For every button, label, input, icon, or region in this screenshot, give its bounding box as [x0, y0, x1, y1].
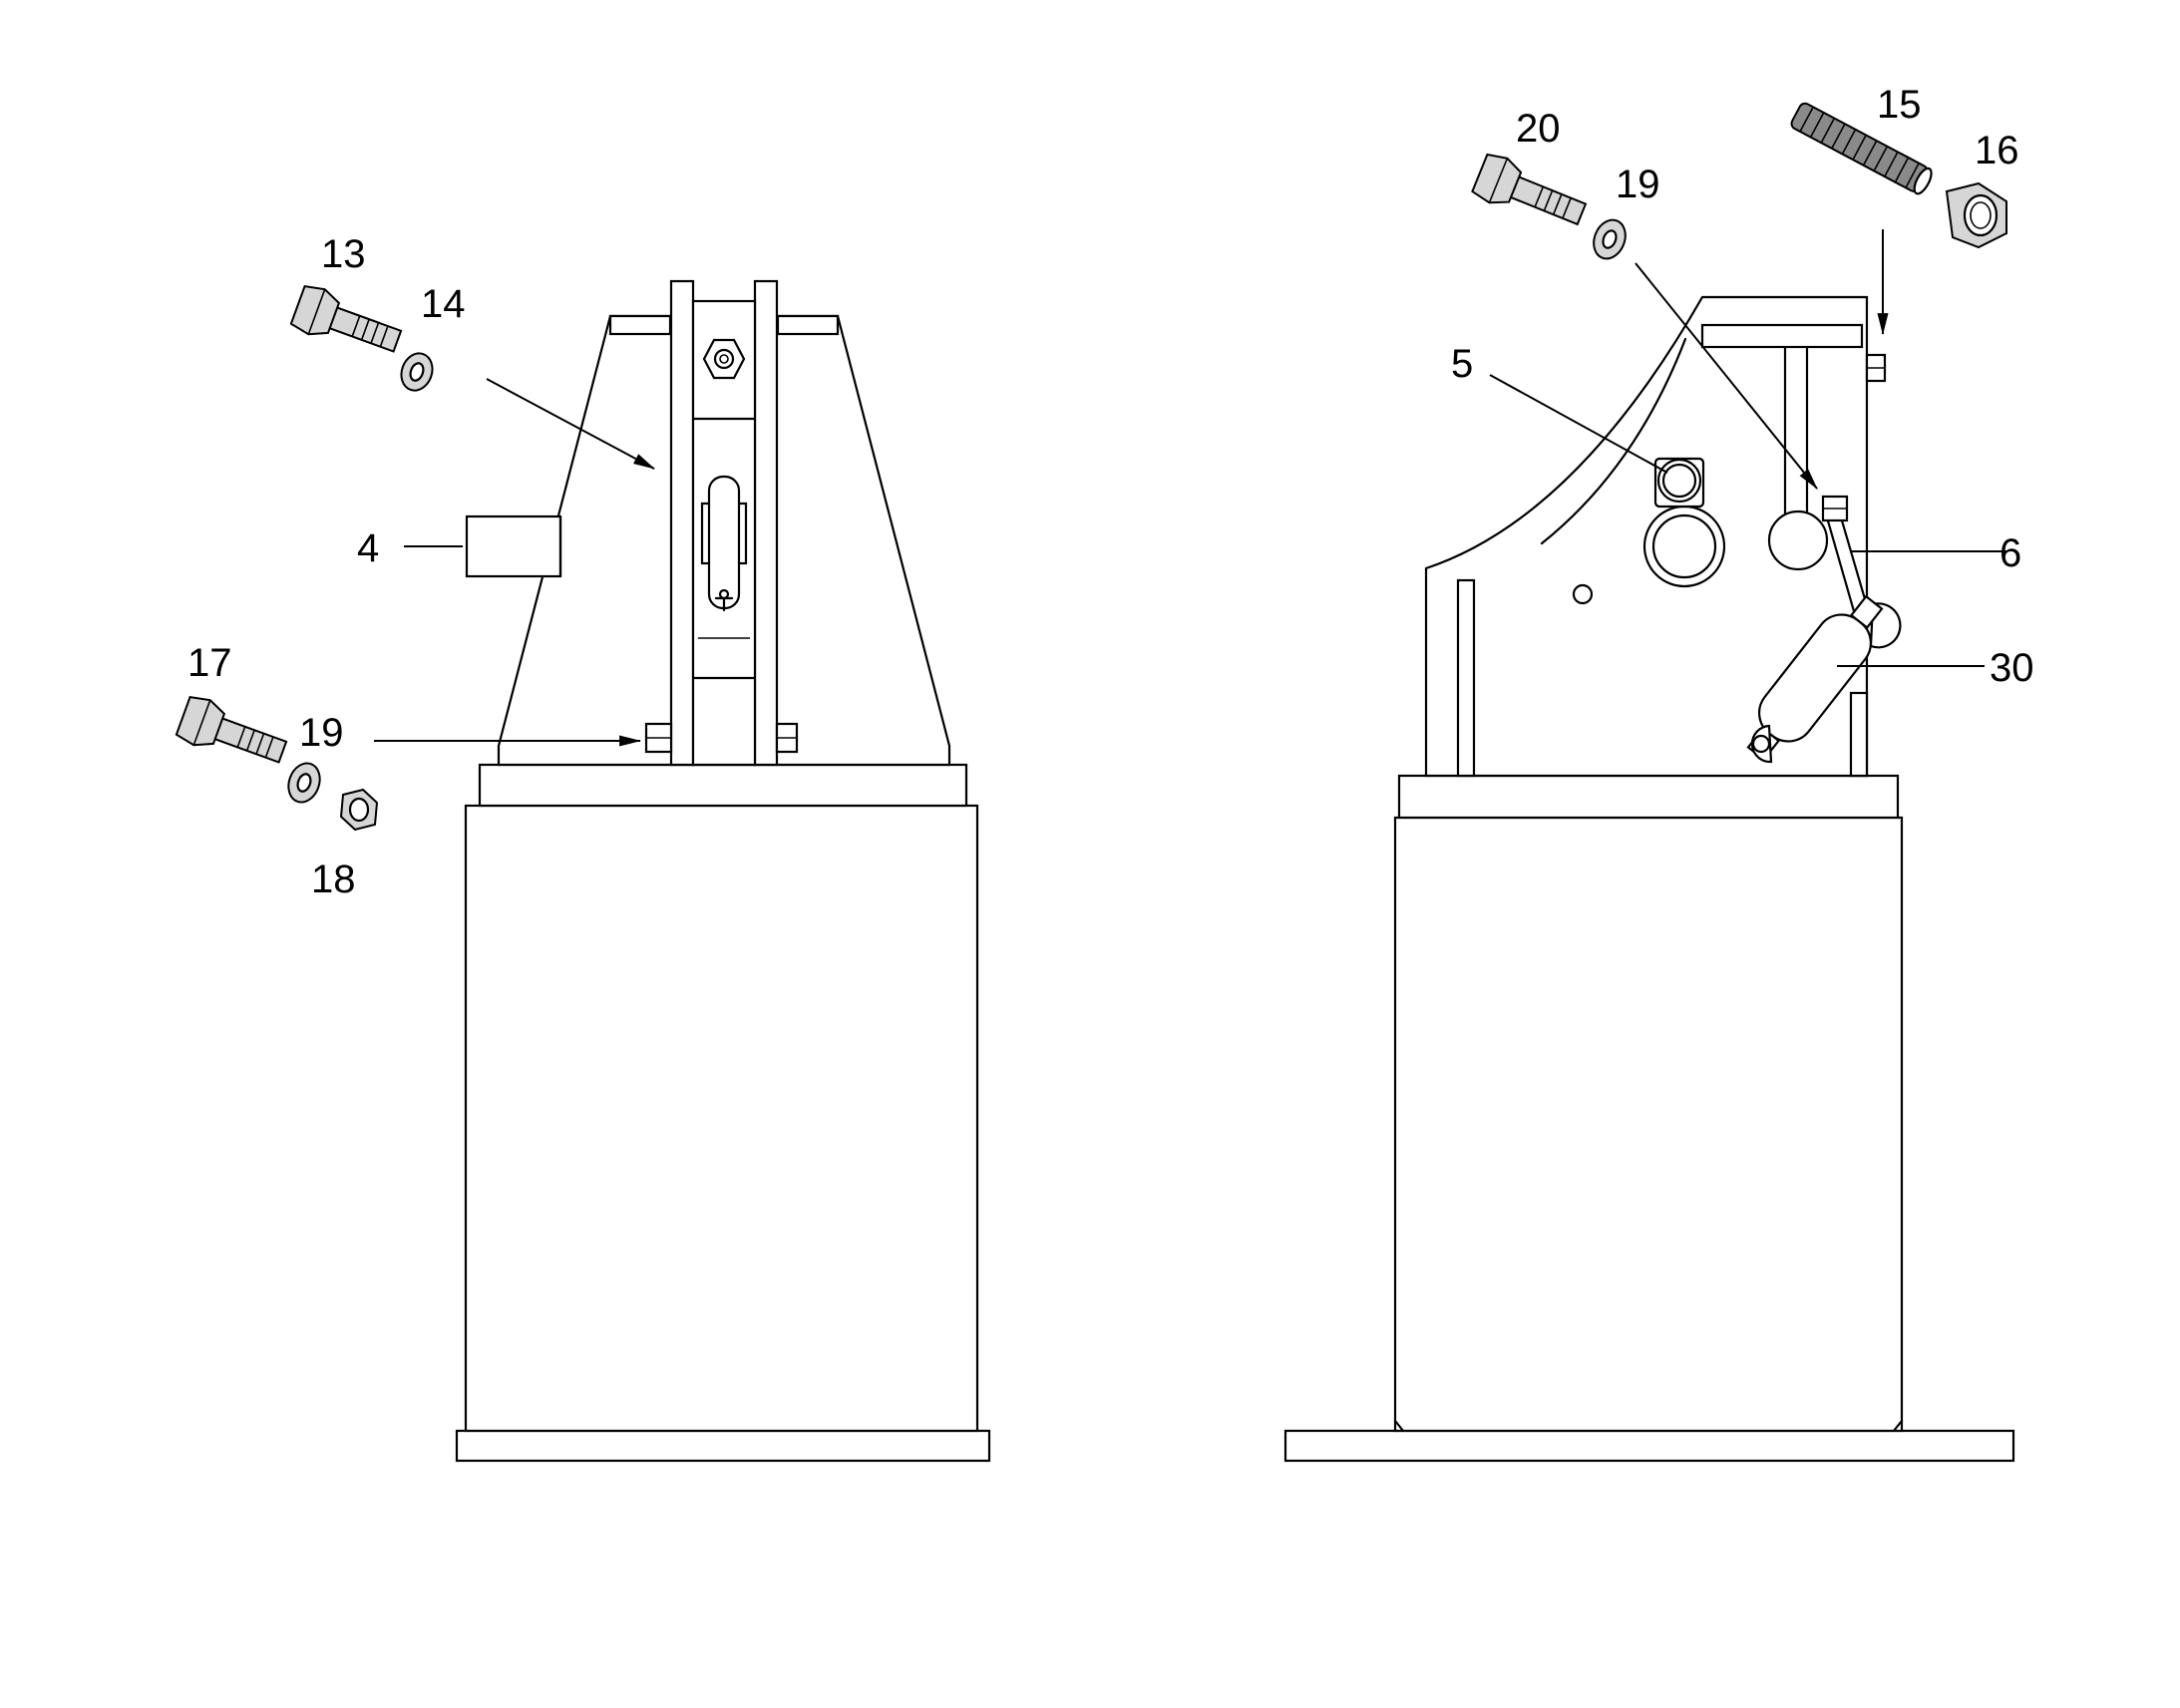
side-cap-plate [1397, 774, 1900, 820]
front-top-tab-right [776, 314, 840, 336]
side-housing [1393, 816, 1904, 1433]
leader-5 [1489, 374, 1668, 474]
callout-14: 14 [421, 282, 466, 326]
side-hole [1767, 510, 1829, 571]
front-side-plate-right [753, 279, 779, 767]
leader-14 [486, 378, 655, 470]
front-cap-plate [478, 763, 968, 808]
bolt-20 [1471, 153, 1588, 226]
leader-19-right [1635, 262, 1818, 490]
front-side-plate-left [669, 279, 695, 767]
stud-15 [1790, 102, 1933, 195]
side-small-hole [1572, 583, 1594, 605]
callout-15: 15 [1877, 83, 1922, 127]
callout-19-left: 19 [299, 711, 344, 755]
front-view-assembly [455, 279, 991, 1463]
callout-30: 30 [1990, 646, 2034, 690]
nut-16 [1945, 181, 2007, 249]
front-base-plate [455, 1429, 991, 1463]
bolt-17 [175, 695, 288, 764]
callout-4: 4 [357, 526, 379, 570]
nut-18 [339, 788, 379, 832]
front-top-nut [702, 338, 746, 380]
side-base-plate [1283, 1429, 2015, 1463]
front-top-tab-left [608, 314, 672, 336]
callout-16: 16 [1975, 129, 2019, 172]
callout-6: 6 [1999, 531, 2021, 575]
front-roller [707, 475, 741, 610]
callout-17: 17 [187, 641, 232, 685]
side-large-ring [1642, 505, 1726, 588]
callout-20: 20 [1516, 107, 1561, 151]
callout-19-right: 19 [1616, 163, 1660, 206]
callout-13: 13 [321, 232, 366, 276]
side-top-bar [1700, 323, 1864, 349]
front-housing [464, 804, 979, 1433]
callout-18: 18 [311, 857, 356, 901]
washer-14 [400, 352, 434, 392]
washer-19-left [287, 762, 321, 804]
bolt-13 [289, 284, 403, 353]
front-shaft-stub [465, 514, 562, 578]
washer-19-right [1593, 218, 1627, 260]
side-view-assembly [1283, 295, 2015, 1463]
callout-5: 5 [1451, 342, 1473, 386]
